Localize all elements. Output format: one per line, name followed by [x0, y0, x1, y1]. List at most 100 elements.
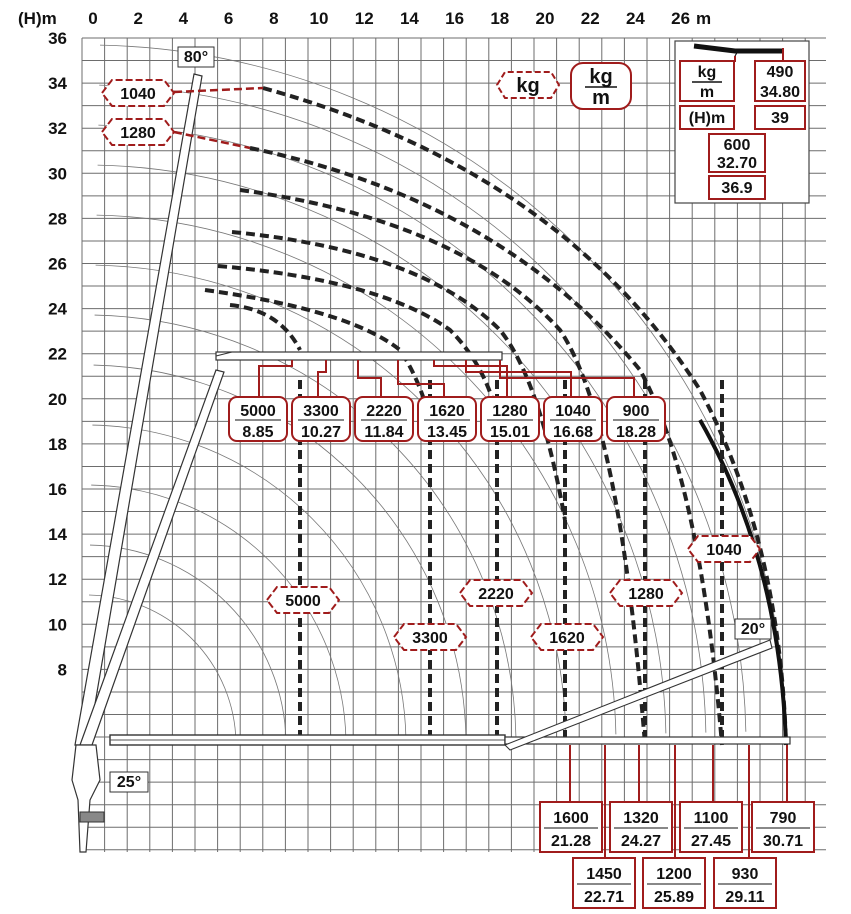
load-curve — [229, 303, 302, 351]
x-tick-label: 18 — [490, 9, 509, 28]
svg-text:kg: kg — [698, 64, 717, 81]
upper-load-box-frame — [354, 396, 414, 442]
upper-load-kg: 1620 — [429, 403, 465, 420]
upper-load-kg: 1280 — [492, 403, 528, 420]
y-tick-label: 36 — [48, 29, 67, 48]
top-connector-1040 — [173, 86, 264, 94]
upper-load-reach: 13.45 — [427, 424, 467, 441]
reach-arc — [89, 544, 287, 742]
y-tick-label: 24 — [48, 300, 67, 319]
vertical-load-label-text: 2220 — [478, 586, 514, 603]
bottom-load-box-frame — [642, 857, 706, 909]
upper-load-box-frame — [543, 396, 603, 442]
horizontal-jib — [504, 736, 791, 745]
vertical-load-label-text: 1280 — [628, 586, 664, 603]
x-tick-label: 14 — [400, 9, 419, 28]
y-tick-label: 28 — [48, 209, 67, 228]
vertical-load-label-text: 5000 — [285, 593, 321, 610]
svg-text:32.70: 32.70 — [717, 155, 757, 172]
bottom-load-kg: 1600 — [553, 810, 589, 827]
x-tick-label: 2 — [133, 9, 142, 28]
load-curve — [217, 264, 502, 431]
reach-arc — [98, 124, 707, 733]
upper-load-reach: 11.84 — [364, 424, 403, 441]
bottom-load-box-frame — [572, 857, 636, 909]
y-tick-label: 18 — [48, 435, 67, 454]
outer-envelope-curve — [698, 419, 788, 746]
bottom-load-reach: 22.71 — [584, 889, 624, 906]
y-tick-label: 32 — [48, 119, 67, 138]
upper-load-box-frame — [417, 396, 477, 442]
y-tick-label: 14 — [48, 525, 67, 544]
vertical-load-label: 2220 — [458, 579, 534, 607]
vertical-load-label: 5000 — [265, 586, 341, 614]
angle-20-label: 20° — [734, 618, 772, 640]
vertical-load-label: 3300 — [392, 623, 468, 651]
reach-arc — [91, 484, 347, 740]
vertical-load-label: 1040 — [686, 535, 762, 563]
reach-arc — [92, 424, 407, 739]
top-curve-label-text: 1040 — [120, 86, 156, 103]
x-tick-label: 8 — [269, 9, 278, 28]
bottom-load-reach: 27.45 — [691, 833, 731, 850]
vertical-load-label: 1280 — [608, 579, 684, 607]
bottom-load-reach: 30.71 — [763, 833, 803, 850]
axis-labels: (H)m m — [18, 9, 711, 28]
crane-column — [71, 744, 101, 853]
x-tick-label: 26 — [671, 9, 690, 28]
vertical-load-label-frame — [392, 623, 468, 651]
vertical-load-label-text: 1040 — [706, 542, 742, 559]
upper-load-kg: 3300 — [303, 403, 339, 420]
upper-load-reach: 18.28 — [616, 424, 656, 441]
upper-load-reach: 16.68 — [553, 424, 593, 441]
y-tick-label: 10 — [48, 615, 67, 634]
bottom-load-reach: 29.11 — [725, 889, 764, 906]
x-tick-label: 10 — [310, 9, 329, 28]
reach-arc — [94, 314, 517, 737]
crane-booms — [71, 73, 791, 853]
upper-load-reach: 8.85 — [242, 424, 273, 441]
bottom-load-kg: 1320 — [623, 810, 659, 827]
bottom-load-reach: 24.27 — [621, 833, 661, 850]
load-curve — [249, 146, 724, 746]
upper-load-box: 3300 10.27 — [291, 396, 351, 442]
upper-connector — [499, 360, 635, 397]
y-axis-unit: (H)m — [18, 9, 57, 28]
x-tick-label: 24 — [626, 9, 645, 28]
x-tick-label: 4 — [179, 9, 189, 28]
y-tick-label: 26 — [48, 255, 67, 274]
upper-load-kg: 5000 — [240, 403, 276, 420]
reach-arc — [88, 594, 237, 743]
bottom-load-box-frame — [609, 801, 673, 853]
boom-80 — [74, 73, 203, 746]
y-tick-label: 22 — [48, 345, 67, 364]
boom-mid — [79, 369, 225, 746]
upper-connector — [433, 360, 508, 397]
upper-load-box: 5000 8.85 — [228, 396, 288, 442]
key-panel: kg m (H)m 490 34.80 39 600 32.70 36.9 — [674, 40, 810, 204]
legend-kg-per-m: kg m — [570, 62, 632, 110]
x-tick-label: 12 — [355, 9, 374, 28]
load-curve — [262, 86, 788, 746]
x-axis-unit: m — [696, 9, 711, 28]
upper-load-box-frame — [228, 396, 288, 442]
top-curve-label: 1040 — [100, 79, 176, 107]
upper-connector — [357, 360, 382, 397]
y-tick-label: 20 — [48, 390, 67, 409]
upper-load-reach: 10.27 — [301, 424, 341, 441]
upper-load-kg: 2220 — [366, 403, 402, 420]
svg-text:kg: kg — [589, 66, 612, 88]
reach-arc — [99, 84, 747, 732]
upper-load-boxes: 50008.85330010.27222011.84162013.4512801… — [228, 396, 666, 442]
upper-connector — [317, 360, 327, 397]
vertical-load-label-frame — [686, 535, 762, 563]
vertical-load-label-text: 1620 — [549, 630, 585, 647]
y-tick-label: 12 — [48, 570, 67, 589]
